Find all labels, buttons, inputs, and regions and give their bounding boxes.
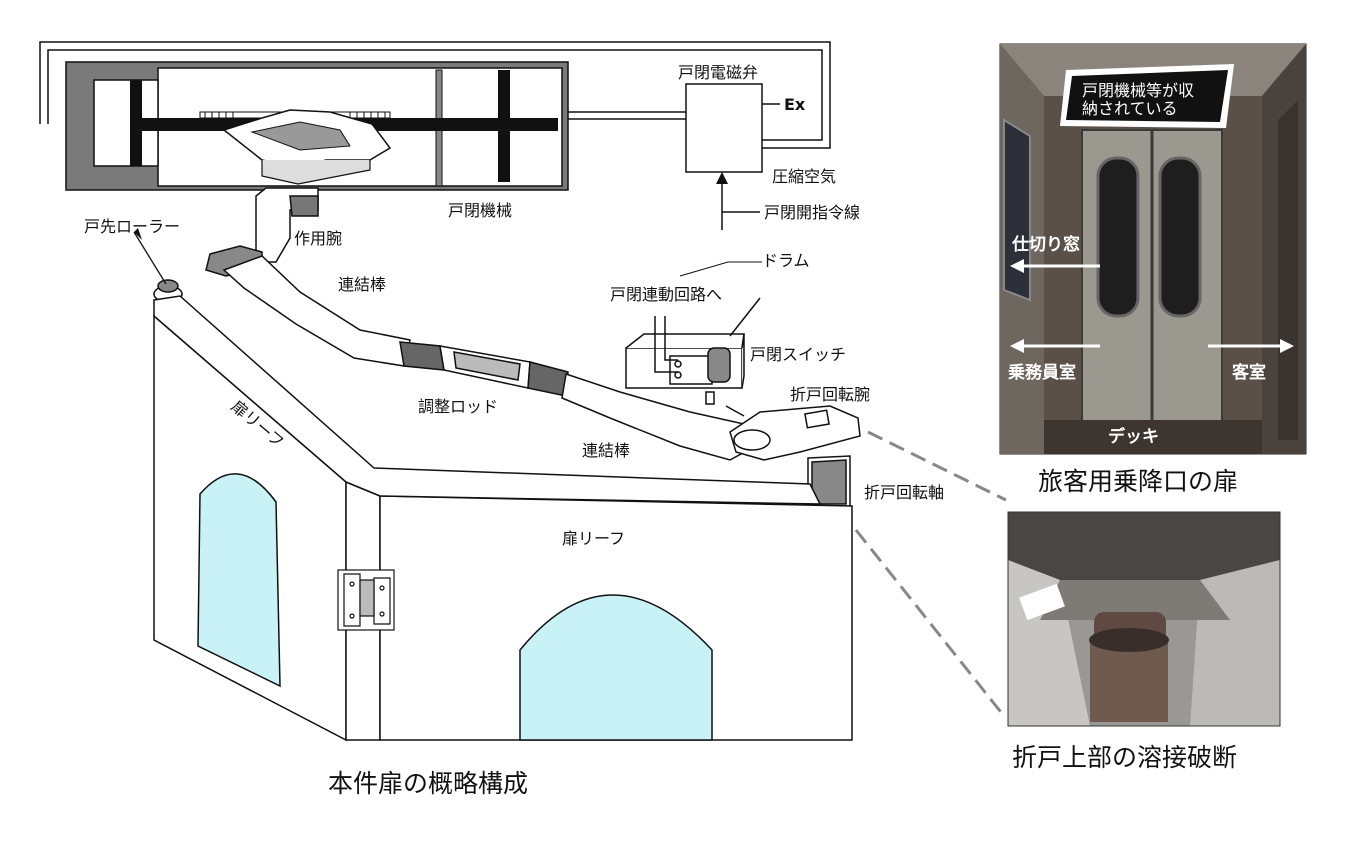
photo1-arrows xyxy=(1010,259,1294,353)
roller-leader xyxy=(133,231,167,285)
photo1-cabin: 客室 xyxy=(1231,362,1266,383)
adjust-rod xyxy=(399,341,569,397)
caption-main: 本件扉の概略構成 xyxy=(328,769,528,798)
hinge xyxy=(337,569,395,631)
photo1-partition-window: 仕切り窓 xyxy=(1011,234,1080,255)
label-leaf-center: 扉リーフ xyxy=(562,529,625,548)
fold-arm xyxy=(725,405,861,461)
solenoid-valve xyxy=(685,83,763,230)
caption-photo2: 折戸上部の溶接破断 xyxy=(1012,743,1237,772)
label-roller: 戸先ローラー xyxy=(84,217,180,236)
door-switch xyxy=(625,297,761,405)
air-pipes xyxy=(39,41,831,149)
photo-weld-fracture xyxy=(1008,512,1280,726)
caption-photo1: 旅客用乗降口の扉 xyxy=(1038,467,1238,496)
photo1-box-line2: 納されている xyxy=(1082,99,1178,118)
label-drum: ドラム xyxy=(762,251,810,270)
label-link-rod-lower: 連結棒 xyxy=(582,441,630,460)
label-adjust-rod: 調整ロッド xyxy=(418,397,498,416)
label-command-line: 戸閉開指令線 xyxy=(764,203,860,222)
photo1-crew-room: 乗務員室 xyxy=(1007,362,1076,383)
label-door-switch: 戸閉スイッチ xyxy=(750,345,846,364)
link-rod-upper xyxy=(222,255,411,367)
label-solenoid-valve: 戸閉電磁弁 xyxy=(678,63,758,82)
label-fold-arm: 折戸回転腕 xyxy=(790,385,870,404)
label-link-rod-upper: 連結棒 xyxy=(338,275,386,294)
leaders xyxy=(679,261,762,277)
label-to-circuit: 戸閉連動回路へ xyxy=(610,285,722,304)
photo2-frame xyxy=(1007,511,1281,727)
photo1-deck: デッキ xyxy=(1108,426,1159,447)
door-mechanism xyxy=(65,61,569,191)
photo1-info-box xyxy=(1060,64,1234,128)
label-compressed-air: 圧縮空気 xyxy=(772,167,836,186)
label-action-arm: 作用腕 xyxy=(294,229,342,248)
photo-passenger-door xyxy=(999,43,1307,455)
label-door-mechanism: 戸閉機械 xyxy=(448,201,512,220)
label-fold-shaft: 折戸回転軸 xyxy=(864,483,944,502)
callout-lines xyxy=(854,430,1007,717)
label-exhaust: Ex xyxy=(784,95,806,114)
photo1-box-line1: 戸閉機械等が収 xyxy=(1082,81,1194,100)
door-windows xyxy=(197,473,713,741)
